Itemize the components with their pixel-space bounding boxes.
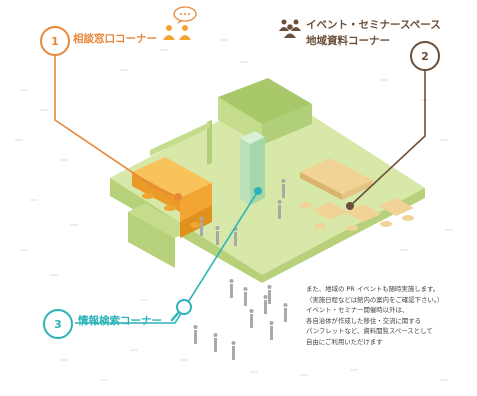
callout-2-leader [346, 66, 426, 210]
left-wall-block [128, 212, 175, 268]
callout-1-label: 相談窓口コーナー [73, 33, 157, 45]
callout-2-label-line1: イベント・セミナースペース [306, 19, 441, 31]
svg-text:2: 2 [421, 50, 429, 63]
background-texture [15, 39, 453, 381]
seminar-tables [300, 158, 414, 231]
callout-2-number: 2 [410, 41, 440, 71]
back-room-wall-right [262, 104, 312, 145]
callout-2-label-line2: 地域資料コーナー [306, 35, 390, 47]
callout-3-leader [75, 187, 262, 324]
description-note: また、地域の PR イベントも随時実施します。 （実施日程などは館内の案内をご確… [306, 284, 476, 348]
group-people-icon [279, 19, 301, 38]
callout-3-label: 情報検索コーナー [78, 315, 162, 327]
consultation-counter [132, 157, 212, 238]
callout-3-number: 3 [43, 309, 73, 339]
note-line: イベント・セミナー開催時以外は、 [306, 306, 409, 315]
note-line: また、地域の PR イベントも随時実施します。 [306, 285, 440, 293]
note-line: 自由にご利用いただけます [306, 337, 383, 346]
consultation-people-icon [163, 25, 191, 40]
speech-bubble-icon [173, 6, 197, 24]
note-line: 各自治体が作成した移住・交流に関する [306, 316, 422, 325]
back-room-top [218, 78, 312, 124]
partition-wall [207, 120, 212, 165]
callout-1-number: 1 [40, 26, 70, 56]
left-wall-top [128, 203, 192, 238]
svg-text:3: 3 [54, 318, 62, 331]
magnifier-icon [170, 299, 192, 322]
people-silhouettes [193, 179, 288, 360]
svg-text:1: 1 [51, 35, 59, 48]
callout-1-leader [54, 55, 182, 201]
partition-wall-top [150, 122, 210, 156]
note-line: パンフレットなど、資料閲覧スペースとして [306, 327, 433, 336]
information-kiosk [240, 131, 265, 205]
note-line: （実施日程などは館内の案内をご確認下さい。） [306, 295, 444, 304]
